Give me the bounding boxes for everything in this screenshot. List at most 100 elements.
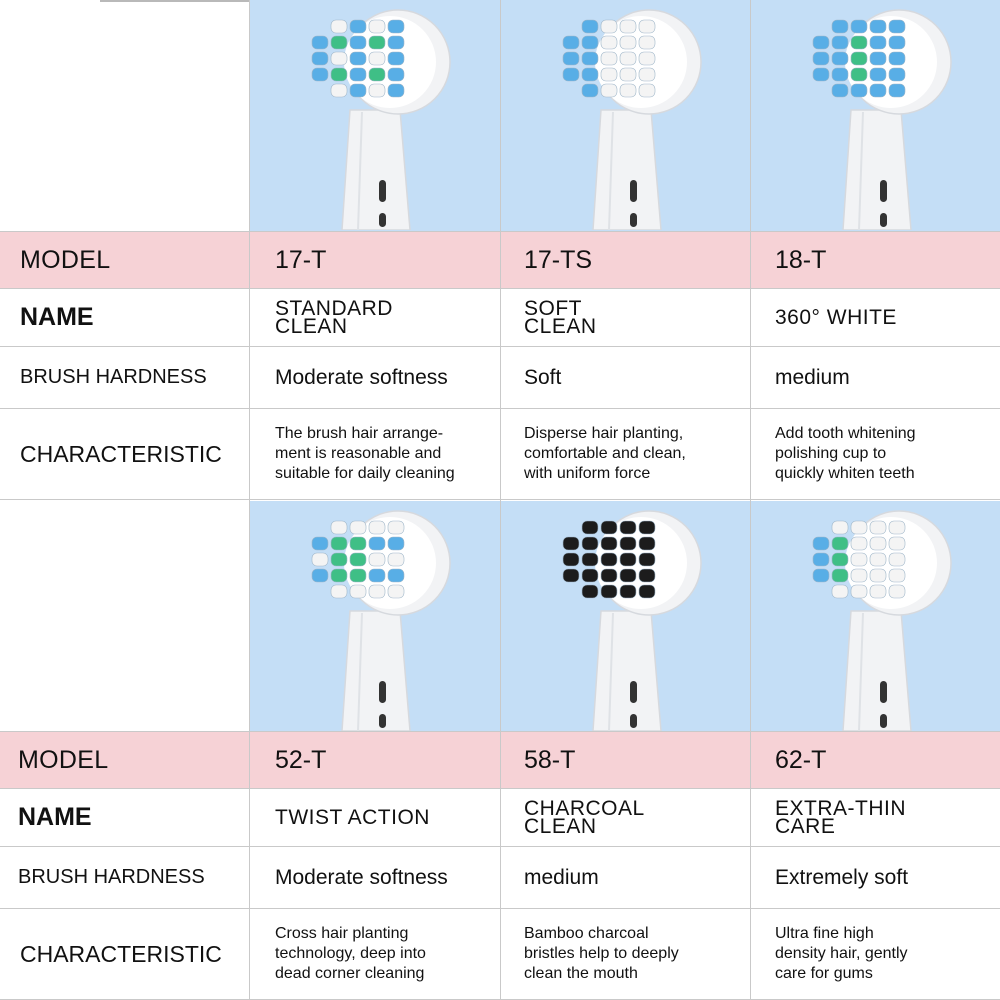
bristle-tuft bbox=[888, 568, 906, 583]
bristle-tuft bbox=[619, 536, 637, 551]
bristle-tuft bbox=[581, 552, 599, 567]
bristle-tuft bbox=[311, 67, 329, 82]
bristle-tuft bbox=[812, 568, 830, 583]
bristle-tuft bbox=[619, 520, 637, 535]
bristle-tuft bbox=[349, 552, 367, 567]
bristle-tuft bbox=[600, 520, 618, 535]
bristle-tuft bbox=[311, 35, 329, 50]
toothbrush-head-charcoal-icon bbox=[562, 510, 702, 731]
bristle-tuft bbox=[368, 35, 386, 50]
bristle-tuft bbox=[349, 67, 367, 82]
brush-head-group bbox=[562, 9, 702, 230]
hardness-value: Soft bbox=[524, 365, 562, 389]
bristle-tuft bbox=[888, 67, 906, 82]
bristle-tuft bbox=[619, 584, 637, 599]
bristle-tuft bbox=[368, 51, 386, 66]
brush-head-group bbox=[311, 9, 451, 230]
bristle-tuft bbox=[638, 19, 656, 34]
hardness-value: medium bbox=[524, 865, 599, 889]
bristle-tuft bbox=[831, 35, 849, 50]
bristle-tuft bbox=[888, 19, 906, 34]
bristle-tuft bbox=[600, 83, 618, 98]
bristle-tuft bbox=[619, 568, 637, 583]
bristle-tuft bbox=[888, 584, 906, 599]
bristle-tuft bbox=[638, 35, 656, 50]
product-image-17-t bbox=[250, 0, 500, 231]
grid-line bbox=[750, 0, 751, 1000]
model-value: 18-T bbox=[775, 245, 827, 274]
bristle-tuft bbox=[581, 67, 599, 82]
name-label: NAME bbox=[20, 303, 94, 331]
bristle-tuft bbox=[581, 520, 599, 535]
bristle-tuft bbox=[368, 584, 386, 599]
bristle-tuft bbox=[831, 520, 849, 535]
toothbrush-head-soft-icon bbox=[562, 9, 702, 230]
characteristic-label: CHARACTERISTIC bbox=[20, 940, 222, 967]
bristle-tuft bbox=[349, 19, 367, 34]
bristle-tuft bbox=[869, 552, 887, 567]
model-value: 52-T bbox=[275, 745, 327, 774]
bristle-tuft bbox=[330, 51, 348, 66]
bristle-tuft bbox=[330, 568, 348, 583]
bristle-tuft bbox=[330, 83, 348, 98]
model-value: 17-TS bbox=[524, 245, 593, 274]
bristle-tuft bbox=[330, 67, 348, 82]
bristle-tuft bbox=[869, 19, 887, 34]
bristle-tuft bbox=[311, 552, 329, 567]
bristle-tuft bbox=[368, 568, 386, 583]
bristle-tuft bbox=[831, 51, 849, 66]
bristle-tuft bbox=[581, 83, 599, 98]
name-label: NAME bbox=[18, 803, 92, 831]
name-value: TWIST ACTION bbox=[275, 805, 430, 829]
bristle-tuft bbox=[619, 51, 637, 66]
bristle-tuft bbox=[638, 83, 656, 98]
bristle-tuft bbox=[850, 552, 868, 567]
bristle-tuft bbox=[387, 536, 405, 551]
bristle-tuft bbox=[368, 552, 386, 567]
bristle-tuft bbox=[619, 35, 637, 50]
product-image-52-t bbox=[250, 501, 500, 731]
bristle-tuft bbox=[831, 568, 849, 583]
toothbrush-head-white-icon bbox=[812, 9, 952, 230]
bristle-tuft bbox=[888, 51, 906, 66]
bristle-tuft bbox=[330, 520, 348, 535]
bristle-tuft bbox=[831, 584, 849, 599]
bristle-tuft bbox=[600, 67, 618, 82]
bristle-tuft bbox=[850, 19, 868, 34]
bristle-tuft bbox=[600, 552, 618, 567]
bristle-tuft bbox=[581, 536, 599, 551]
bristle-tuft bbox=[638, 536, 656, 551]
bristle-tuft bbox=[581, 568, 599, 583]
product-image-18-t bbox=[751, 0, 1000, 231]
bristle-tuft bbox=[349, 51, 367, 66]
characteristic-row-1: CHARACTERISTIC The brush hair arrange-me… bbox=[0, 409, 1000, 499]
characteristic-value: Disperse hair planting,comfortable and c… bbox=[524, 425, 686, 482]
brush-head-group bbox=[562, 510, 702, 731]
bristle-tuft bbox=[349, 35, 367, 50]
bristle-tuft bbox=[562, 552, 580, 567]
bristle-tuft bbox=[869, 35, 887, 50]
model-label: MODEL bbox=[20, 245, 111, 274]
bristle-tuft bbox=[888, 83, 906, 98]
bristle-tuft bbox=[638, 520, 656, 535]
bristle-tuft bbox=[869, 67, 887, 82]
bristle-tuft bbox=[581, 35, 599, 50]
bristle-tuft bbox=[850, 584, 868, 599]
bristle-tuft bbox=[869, 520, 887, 535]
bristle-tuft bbox=[387, 67, 405, 82]
bristle-tuft bbox=[349, 520, 367, 535]
bristle-tuft bbox=[349, 83, 367, 98]
bristle-tuft bbox=[600, 19, 618, 34]
toothbrush-head-standard-icon bbox=[311, 9, 451, 230]
grid-line bbox=[249, 0, 250, 1000]
brush-head-group bbox=[812, 9, 952, 230]
bristle-tuft bbox=[869, 568, 887, 583]
bristle-tuft bbox=[850, 51, 868, 66]
hardness-value: medium bbox=[775, 365, 850, 389]
